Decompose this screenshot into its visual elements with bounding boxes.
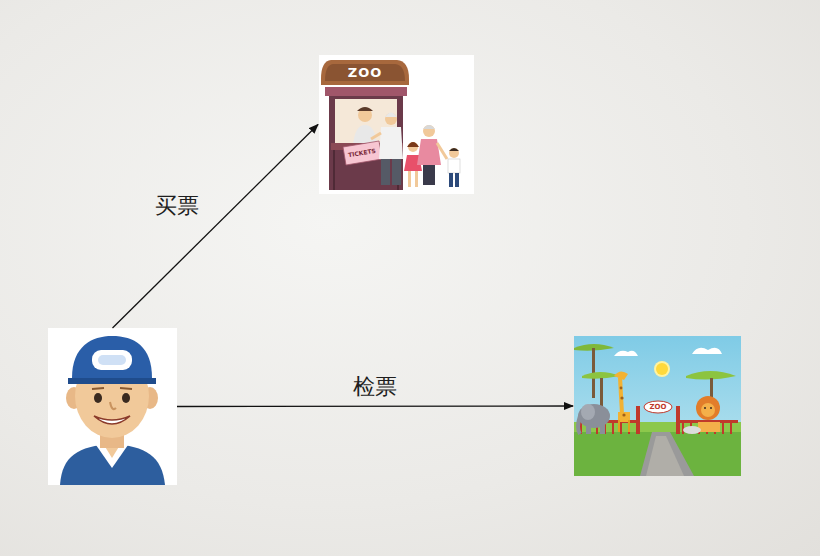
ticket-booth-illustration	[319, 55, 474, 194]
ticket-booth: ZOO TICKETS	[319, 55, 474, 194]
edge-label: 买票	[153, 193, 201, 219]
zoo-entrance: ZOO	[574, 336, 741, 476]
booth-sign: ZOO	[348, 66, 383, 79]
worker-illustration	[48, 328, 177, 485]
edge-label: 检票	[351, 374, 399, 400]
worker-figure	[48, 328, 177, 485]
zoo-gate-sign: ZOO	[650, 404, 667, 411]
ticket-sign: TICKETS	[348, 148, 376, 158]
arrow-connector	[177, 405, 573, 407]
arrow-connector	[113, 125, 319, 329]
